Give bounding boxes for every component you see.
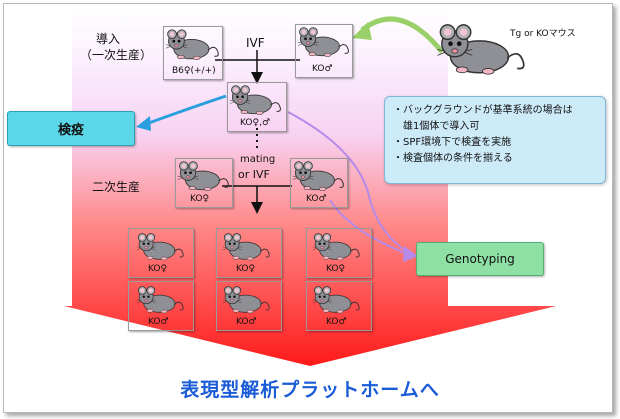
arrow-to-genotyping-1: [287, 111, 409, 253]
arrow-from-tg-ko-mouse: [360, 16, 444, 54]
caption-grid-2: KO♀: [236, 264, 256, 274]
mouse-card-grid-1: [128, 228, 194, 278]
caption-ko-pair: KO♀,♂: [240, 118, 271, 128]
label-mating: mating: [240, 154, 276, 165]
genotyping-box: Genotyping: [416, 242, 544, 276]
label-secondary-production: 二次生産: [92, 180, 141, 194]
caption-b6-female: B6♀(+/+): [172, 66, 216, 76]
label-primary-production: （一次生産）: [80, 48, 153, 62]
caption-grid-6: KO♂: [326, 317, 347, 327]
arrow-to-genotyping-2: [329, 199, 411, 256]
mouse-card-grid-4: [128, 281, 194, 331]
caption-grid-1: KO♀: [148, 264, 168, 274]
note-line-4: ・検査個体の条件を揃える: [393, 153, 513, 164]
note-line-3: ・SPF環境下で検査を実施: [393, 137, 512, 148]
note-line-1: ・バックグラウンドが基準系統の場合は: [393, 105, 573, 116]
label-intro: 導入: [96, 32, 121, 46]
caption-grid-5: KO♂: [236, 317, 257, 327]
caption-grid-4: KO♂: [148, 317, 169, 327]
label-tg-ko-mouse: Tg or KOマウス: [510, 29, 576, 39]
mouse-card-ko-male-top: [295, 24, 353, 78]
arrow-to-quarantine: [145, 94, 227, 126]
caption-ko-male-top: KO♂: [312, 64, 333, 74]
mouse-card-grid-2: [216, 228, 282, 278]
caption-ko-female-mid: KO♀: [190, 194, 210, 204]
caption-grid-3: KO♀: [326, 264, 346, 274]
mouse-card-ko-male-mid: [290, 158, 348, 208]
label-or-ivf: or IVF: [238, 168, 270, 181]
quarantine-box: 検疫: [7, 111, 135, 146]
label-ivf: IVF: [246, 36, 265, 50]
note-line-2: 雄1個体で導入可: [403, 121, 480, 132]
notes-box: ・バックグラウンドが基準系統の場合は 雄1個体で導入可 ・SPF環境下で検査を実…: [384, 96, 606, 184]
mouse-card-ko-pair: [227, 82, 287, 132]
footer-title: 表現型解析プラットホームへ: [180, 379, 440, 401]
mouse-card-grid-5: [216, 281, 282, 331]
mouse-card-ko-female-mid: [175, 158, 233, 208]
mouse-card-b6-female: [163, 26, 223, 80]
mouse-card-grid-6: [306, 281, 372, 331]
caption-ko-male-mid: KO♂: [306, 194, 327, 204]
mouse-card-grid-3: [306, 228, 372, 278]
